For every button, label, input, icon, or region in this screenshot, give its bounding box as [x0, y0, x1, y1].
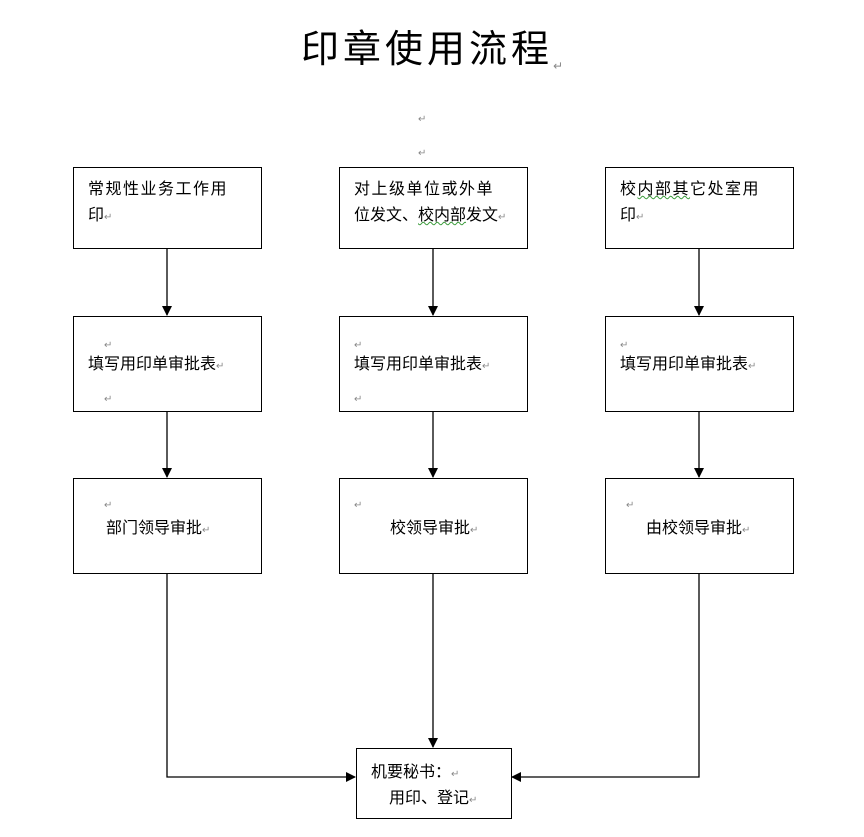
paragraph-mark: ↵	[552, 59, 564, 73]
box-text-line1: 校内部其它处室用	[620, 179, 761, 198]
box-text-line1: 机要秘书：↵	[371, 762, 460, 781]
box-text-line1: 对上级单位或外单	[354, 179, 495, 198]
paragraph-mark: ↵	[418, 114, 427, 125]
box-text: 填写用印单审批表↵	[88, 354, 225, 373]
final-box-confidential-secretary: 机要秘书：↵ 用印、登记↵	[356, 748, 512, 819]
arrow-col3-approval-to-final	[511, 573, 700, 782]
box-text: 部门领导审批↵	[106, 518, 211, 537]
fill-form-box-col2: ↵ 填写用印单审批表↵ ↵	[339, 316, 528, 412]
box-text-line2: 印↵	[88, 205, 113, 224]
source-box-routine-business: 常规性业务工作用 印↵	[73, 167, 262, 249]
approval-box-by-school-leader: ↵ 由校领导审批↵	[605, 478, 794, 574]
arrow-col1-approval-to-final	[166, 573, 356, 782]
approval-box-department-leader: ↵ 部门领导审批↵	[73, 478, 262, 574]
fill-form-box-col3: ↵ 填写用印单审批表↵	[605, 316, 794, 412]
paragraph-mark: ↵	[418, 148, 427, 159]
box-text: 填写用印单审批表↵	[620, 354, 757, 373]
title-text: 印章使用流程	[300, 27, 553, 71]
fill-form-box-col1: ↵ 填写用印单审批表↵ ↵	[73, 316, 262, 412]
box-text: 由校领导审批↵	[646, 518, 751, 537]
page-title: 印章使用流程↵	[0, 18, 864, 73]
source-box-external-and-internal-documents: 对上级单位或外单 位发文、校内部发文↵	[339, 167, 528, 249]
box-text-line2: 位发文、校内部发文↵	[354, 205, 507, 224]
box-text: 校领导审批↵	[390, 518, 479, 537]
source-box-other-offices: 校内部其它处室用 印↵	[605, 167, 794, 249]
box-text-line1: 常规性业务工作用	[88, 179, 229, 198]
approval-box-school-leader: ↵ 校领导审批↵	[339, 478, 528, 574]
box-text: 填写用印单审批表↵	[354, 354, 491, 373]
box-text-line2: 印↵	[620, 205, 645, 224]
box-text-line2: 用印、登记↵	[389, 788, 478, 807]
